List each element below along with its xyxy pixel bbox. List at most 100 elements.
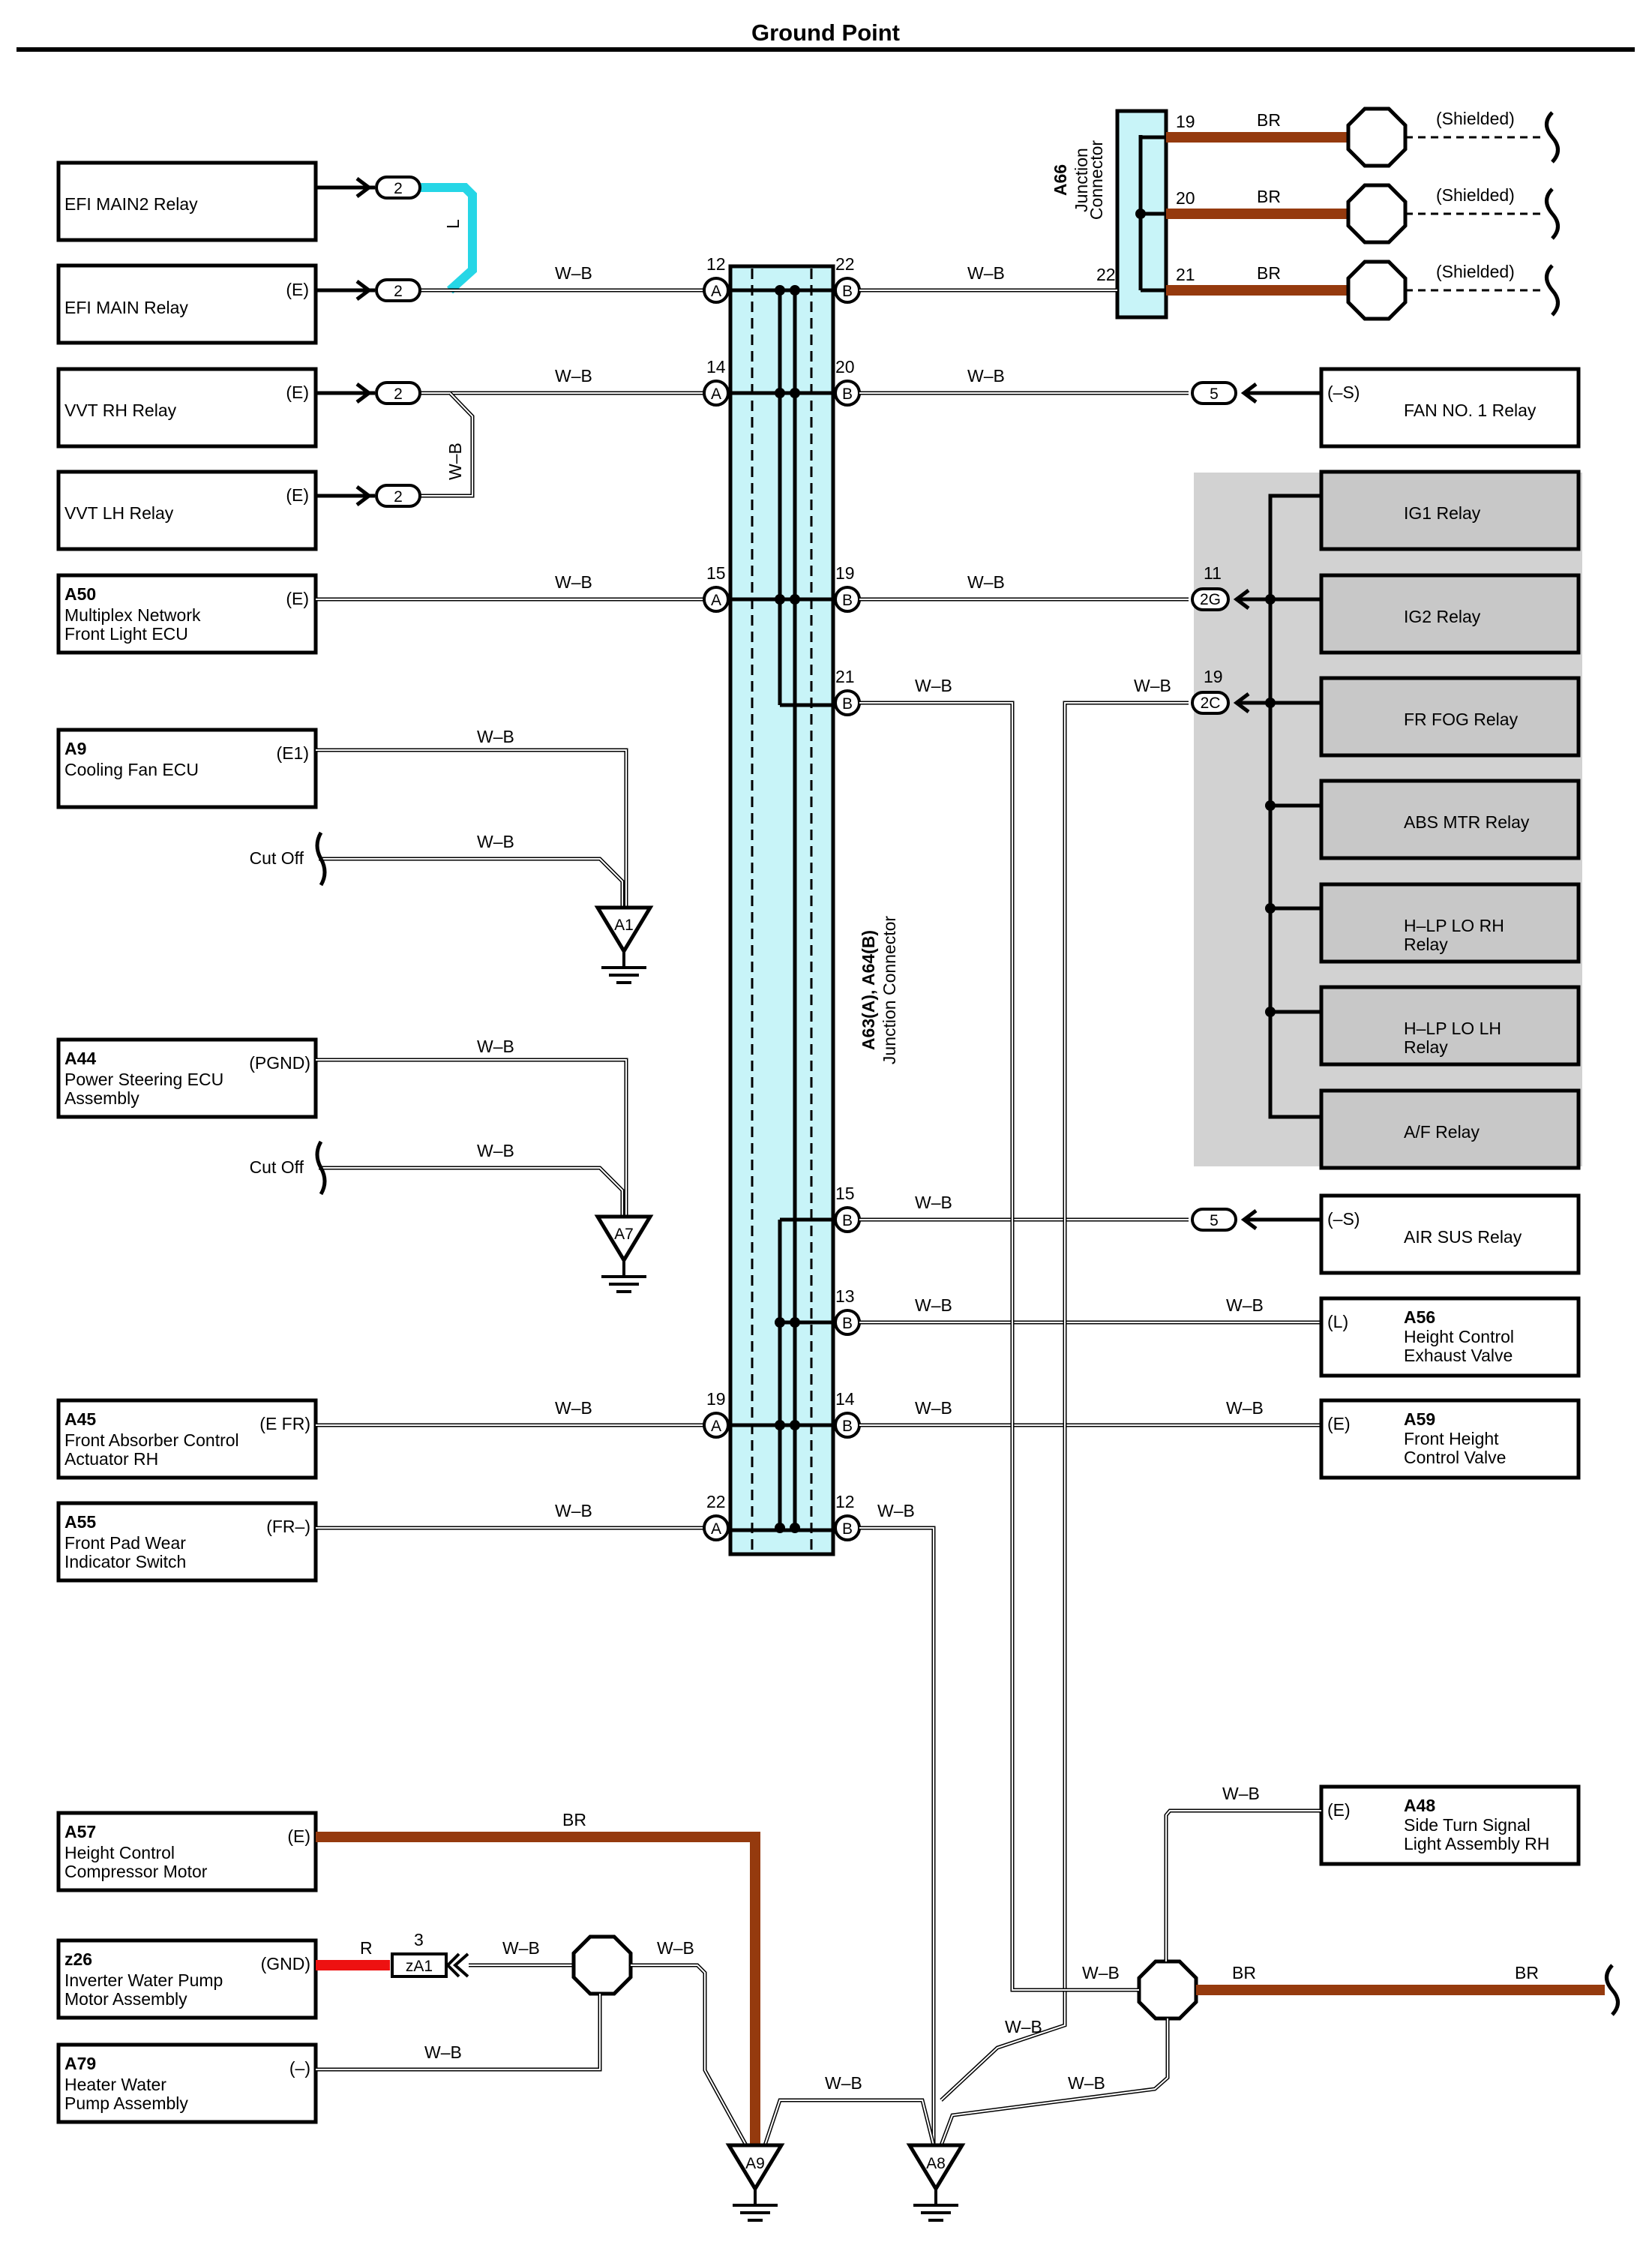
wire-wb-a8r: W–B [1068,2073,1105,2093]
pin-b20: 20 [835,357,855,377]
a48-pin: (E) [1327,1800,1351,1820]
z26-pin: (GND) [261,1954,310,1973]
svg-text:B: B [842,1520,853,1538]
a57-pin: (E) [287,1826,310,1846]
pin-b12: 12 [835,1492,855,1511]
wire-wb-a9a8: W–B [825,2073,862,2093]
a56-name1: Height Control [1404,1327,1514,1346]
pin-a19: 19 [706,1389,726,1409]
a59-code: A59 [1404,1409,1435,1429]
a9-code: A9 [64,739,86,758]
wire-wb-a56: W–B [1226,1295,1264,1315]
a59-name2: Control Valve [1404,1448,1506,1467]
cut-off-1: Cut Off [250,848,304,868]
efi-main-pin: (E) [286,280,309,299]
pin-a15: 15 [706,563,726,583]
svg-text:B: B [842,1212,853,1229]
shielded-label-3: (Shielded) [1436,262,1515,281]
a79-name2: Pump Assembly [64,2093,188,2113]
a48-name1: Side Turn Signal [1404,1815,1531,1835]
conn-2c: 2C [1191,691,1250,715]
ig2-relay: IG2 Relay [1404,607,1481,626]
a59-name1: Front Height [1404,1429,1499,1448]
z26-name2: Motor Assembly [64,1989,187,2009]
a59-pin: (E) [1327,1414,1351,1433]
svg-text:2: 2 [394,386,403,403]
a45-name2: Actuator RH [64,1449,158,1469]
a45-pin: (E FR) [259,1414,310,1433]
conn-2g-pin: 11 [1204,563,1222,583]
junction-a66-code: A66 [1051,164,1070,196]
a56-name2: Exhaust Valve [1404,1346,1513,1365]
junction-main-code: A63(A), A64(B) [859,930,878,1050]
a45-name1: Front Absorber Control [64,1430,239,1450]
svg-text:2G: 2G [1200,591,1221,608]
a79-code: A79 [64,2054,96,2073]
vvt-rh-relay: VVT RH Relay [64,401,177,420]
abs-mtr-relay: ABS MTR Relay [1404,812,1530,832]
wire-wb-za1: W–B [502,1938,540,1958]
a57-code: A57 [64,1822,96,1841]
right-component-boxes [1319,367,1581,1866]
svg-text:B: B [842,592,853,609]
svg-text:A: A [711,1520,721,1538]
a79-pin: (–) [289,2058,310,2078]
a48-code: A48 [1404,1796,1435,1815]
za1-label: zA1 [406,1958,433,1975]
pin-b15: 15 [835,1184,855,1203]
svg-text:2: 2 [394,283,403,300]
hlp-lo-lh-relay-1: H–LP LO LH [1404,1019,1501,1038]
conn-vvt-lh: 2 [355,484,421,508]
svg-text:5: 5 [1210,1212,1219,1229]
wire-wb-a8m: W–B [1005,2017,1042,2036]
wire-wb-a48: W–B [1222,1784,1260,1803]
a56-code: A56 [1404,1307,1435,1327]
wire-wb-a59: W–B [1226,1398,1264,1418]
hlp-lo-rh-relay-1: H–LP LO RH [1404,916,1504,935]
pin-a12: 12 [706,254,726,274]
a44-name1: Power Steering ECU [64,1070,223,1089]
hlp-lo-rh-relay-2: Relay [1404,935,1448,954]
svg-text:5: 5 [1210,386,1219,403]
a55-name2: Indicator Switch [64,1552,186,1571]
a48-name2: Light Assembly RH [1404,1834,1549,1853]
wire-wb-a50: W–B [555,572,592,592]
junction-a66-name2: Connector [1087,140,1106,220]
a55-name1: Front Pad Wear [64,1533,186,1553]
wire-wb-cut2: W–B [477,1141,514,1160]
wire-wb-a55: W–B [555,1501,592,1520]
conn-2g: 2G [1191,587,1250,611]
shielded-label-1: (Shielded) [1436,109,1515,128]
junction-main-name: Junction Connector [880,916,899,1065]
za1-connector [391,1952,448,1978]
pin-a14: 14 [706,357,726,377]
wire-wb-efi: W–B [555,263,592,283]
a44-pin: (PGND) [249,1053,310,1073]
relay-boxes [1319,470,1581,1170]
wire-wb-b21: W–B [915,676,952,695]
z26-name1: Inverter Water Pump [64,1970,223,1990]
pin-b21: 21 [835,667,855,686]
ground-a8: A8 [926,2155,946,2172]
fr-fog-relay: FR FOG Relay [1404,710,1519,729]
pins-a: A A A A A [703,277,730,1541]
a55-code: A55 [64,1512,96,1532]
wire-wb-cut1: W–B [477,832,514,851]
svg-text:A: A [711,283,721,300]
wire-wb-b12: W–B [877,1501,915,1520]
wire-wb-oct1: W–B [657,1938,694,1958]
wire-wb-b14: W–B [915,1398,952,1418]
wire-wb-a9: W–B [477,727,514,746]
conn-efi-main: 2 [355,278,421,302]
svg-text:B: B [842,1315,853,1332]
svg-text:B: B [842,386,853,403]
pins-b: B B B B B B B B [834,277,861,1541]
wire-wb-b22: W–B [967,263,1005,283]
wire-wb-a79: W–B [424,2042,462,2062]
wire-wb-b20: W–B [967,366,1005,386]
a44-code: A44 [64,1049,96,1068]
pin-b13: 13 [835,1286,855,1306]
a50-pin: (E) [286,589,309,608]
wire-br-21: BR [1257,263,1281,283]
svg-text:A: A [711,592,721,609]
